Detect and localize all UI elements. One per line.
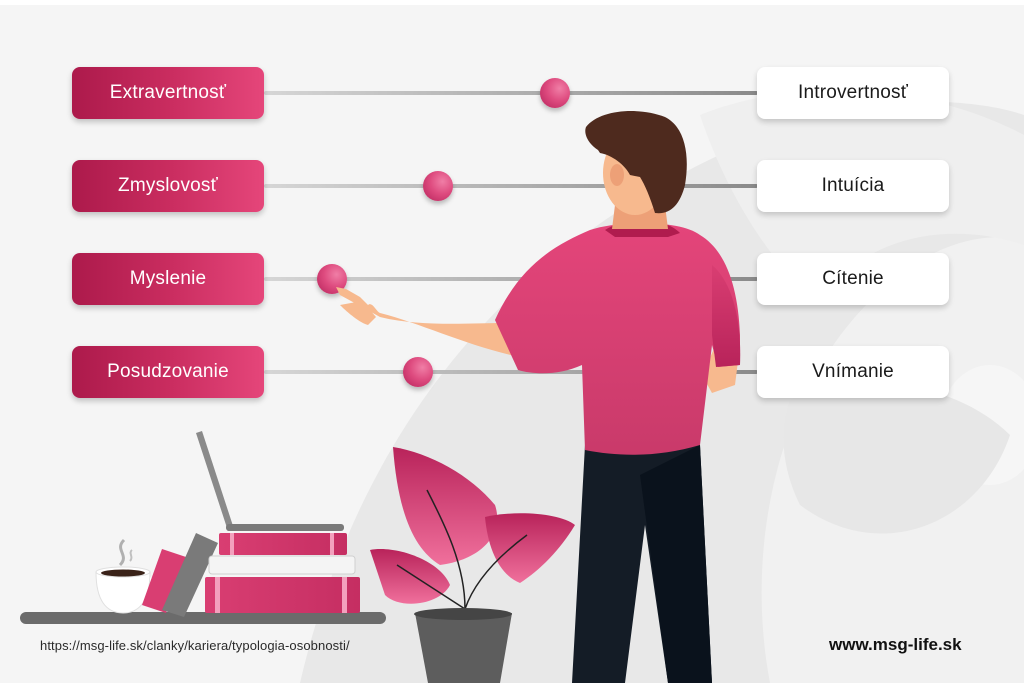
trait-judging-button[interactable]: Posudzovanie [72,346,264,398]
trait-label: Myslenie [129,268,207,289]
slider-track-4[interactable] [264,370,758,374]
slider-knob-extraversion[interactable] [540,78,570,108]
trait-label: Posudzovanie [107,361,229,382]
trait-label: Vnímanie [812,361,894,382]
infographic-canvas: Extravertnosť Zmyslovosť Myslenie Posudz… [0,5,1024,683]
slider-knob-thinking[interactable] [317,264,347,294]
trait-label: Extravertnosť [109,82,227,103]
article-url-link[interactable]: https://msg-life.sk/clanky/kariera/typol… [40,638,350,653]
slider-track-2[interactable] [264,184,758,188]
trait-introversion-button[interactable]: Introvertnosť [757,67,949,119]
slider-knob-sensing[interactable] [423,171,453,201]
slider-knob-judging[interactable] [403,357,433,387]
trait-label: Cítenie [822,268,884,289]
trait-extraversion-button[interactable]: Extravertnosť [72,67,264,119]
trait-label: Introvertnosť [797,82,909,103]
trait-intuition-button[interactable]: Intuícia [757,160,949,212]
trait-thinking-button[interactable]: Myslenie [72,253,264,305]
trait-feeling-button[interactable]: Cítenie [757,253,949,305]
trait-perceiving-button[interactable]: Vnímanie [757,346,949,398]
site-link[interactable]: www.msg-life.sk [829,635,962,654]
trait-sensing-button[interactable]: Zmyslovosť [72,160,264,212]
trait-label: Intuícia [821,175,885,196]
trait-label: Zmyslovosť [118,175,218,196]
slider-track-1[interactable] [264,91,758,95]
